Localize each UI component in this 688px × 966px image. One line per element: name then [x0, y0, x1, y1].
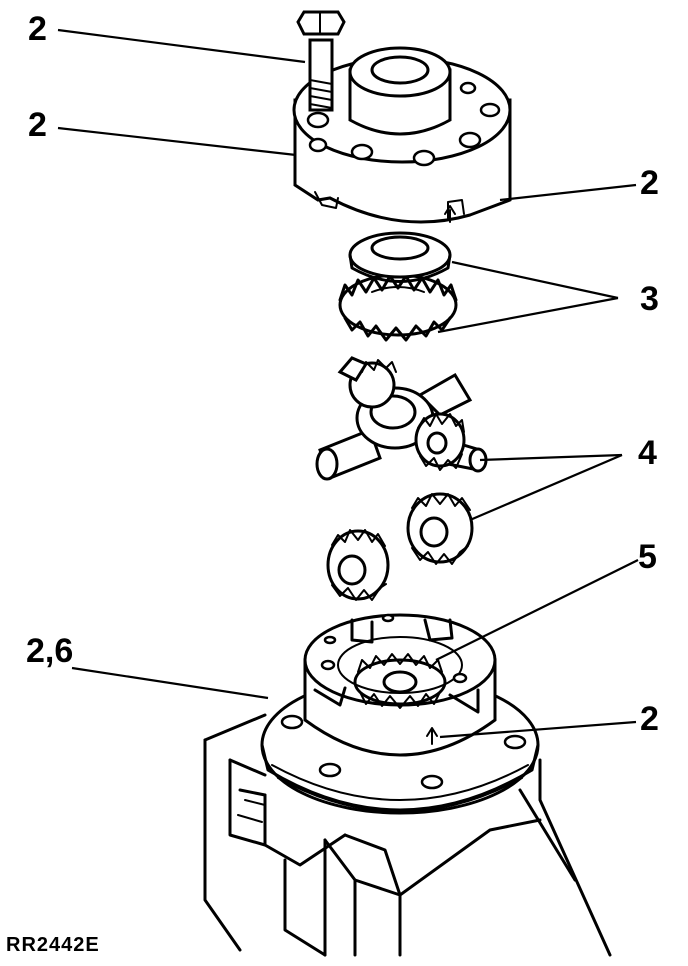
vise-base: [203, 713, 612, 957]
thrust-washer: [348, 231, 452, 283]
pinion-gear-right: [406, 492, 474, 565]
callout-bolt: 2: [28, 10, 47, 48]
callout-housing-mark: 2: [640, 700, 659, 738]
differential-housing: [260, 613, 540, 815]
bolt: [296, 10, 346, 112]
case-upper-half: [292, 46, 512, 224]
side-gear: [338, 273, 458, 342]
callout-pinions: 4: [638, 434, 657, 472]
callout-case-mark: 2: [640, 164, 659, 202]
callout-housing: 2,6: [26, 632, 74, 670]
callout-case-top: 2: [28, 106, 47, 144]
figure-id: RR2442E: [6, 934, 100, 956]
pinion-gear-left: [326, 529, 390, 601]
leader-lines: [57, 28, 639, 739]
spider-cross-shaft: [315, 356, 488, 481]
callout-side-gear: 3: [640, 280, 659, 318]
callout-ring-gear: 5: [638, 538, 657, 576]
